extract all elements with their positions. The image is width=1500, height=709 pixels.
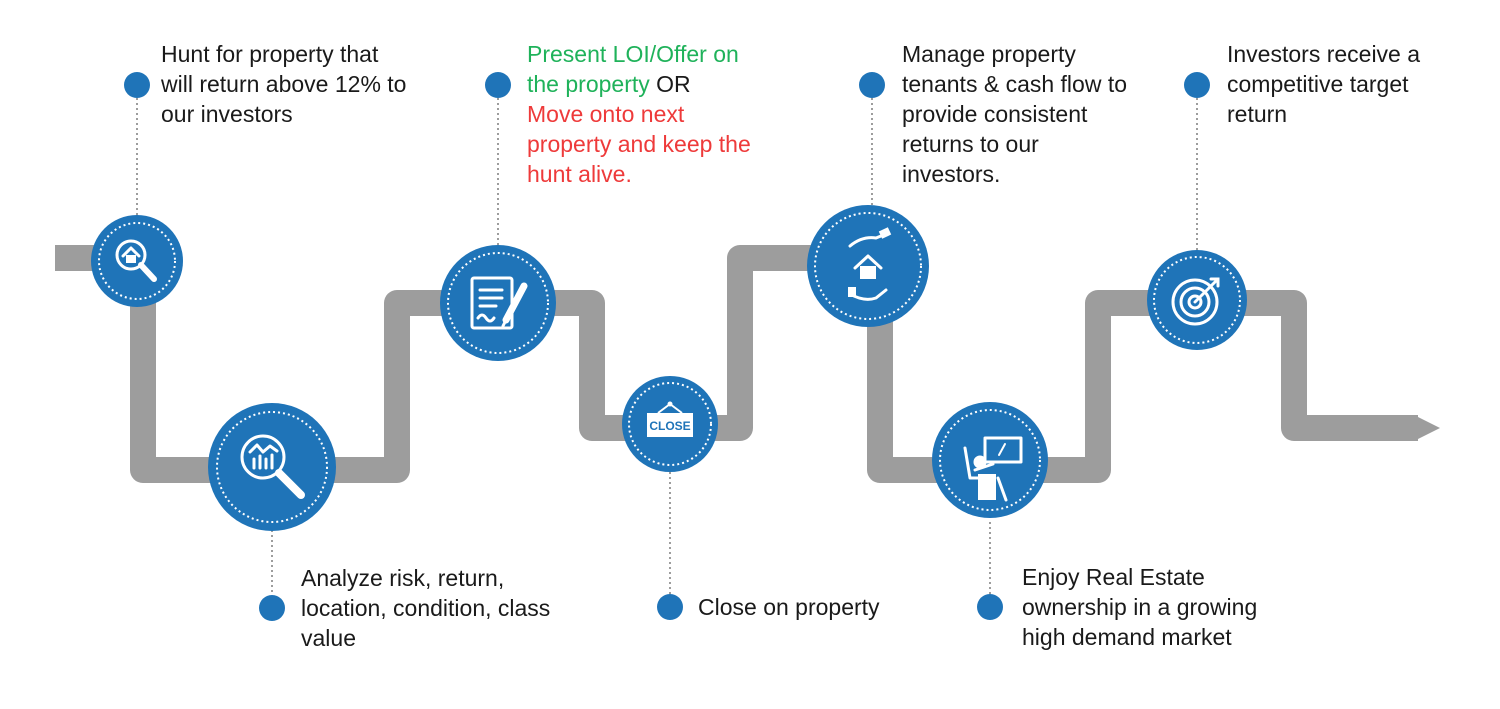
step-2-line-2: location, condition, class bbox=[301, 595, 551, 621]
house-search-icon bbox=[115, 239, 157, 282]
step-2-circle bbox=[208, 403, 336, 531]
road-arrow-head bbox=[1414, 415, 1440, 441]
bullet-step-1 bbox=[124, 72, 150, 98]
close-sign-text: CLOSE bbox=[649, 419, 690, 433]
step-5-label: Manage property tenants & cash flow to p… bbox=[902, 39, 1192, 189]
step-3-or: OR bbox=[656, 71, 691, 97]
bullet-step-6 bbox=[977, 594, 1003, 620]
step-7-line-3: return bbox=[1227, 101, 1288, 127]
road-start-notch bbox=[55, 245, 72, 271]
step-3-red-line-1: Move onto next bbox=[527, 101, 685, 127]
step-3-red-line-3: hunt alive. bbox=[527, 161, 632, 187]
step-5-line-4: returns to our bbox=[902, 131, 1039, 157]
step-1-label: Hunt for property that will return above… bbox=[161, 39, 461, 129]
step-7-circle bbox=[1147, 250, 1247, 350]
step-5-line-5: investors. bbox=[902, 161, 1001, 187]
step-5-line-1: Manage property bbox=[902, 41, 1076, 67]
step-4-line-1: Close on property bbox=[698, 594, 880, 620]
step-7-line-2: competitive target bbox=[1227, 71, 1409, 97]
close-sign-icon: CLOSE bbox=[647, 401, 693, 437]
bullet-step-4 bbox=[657, 594, 683, 620]
step-1-circle bbox=[91, 215, 183, 307]
step-1-line-3: our investors bbox=[161, 101, 293, 127]
step-7-line-1: Investors receive a bbox=[1227, 41, 1421, 67]
contract-pen-icon bbox=[470, 276, 528, 330]
step-6-circle bbox=[932, 402, 1048, 518]
bullet-step-5 bbox=[859, 72, 885, 98]
step-2-label: Analyze risk, return, location, conditio… bbox=[301, 563, 621, 653]
relaxing-person-icon bbox=[963, 436, 1023, 502]
step-3-red-line-2: property and keep the bbox=[527, 131, 751, 157]
step-5-line-2: tenants & cash flow to bbox=[902, 71, 1128, 97]
step-5-circle bbox=[807, 205, 929, 327]
hands-house-icon bbox=[848, 227, 892, 301]
chart-magnifier-icon bbox=[240, 434, 305, 499]
step-1-line-2: will return above 12% to bbox=[161, 71, 407, 97]
step-5-line-3: provide consistent bbox=[902, 101, 1088, 127]
bullet-step-3 bbox=[485, 72, 511, 98]
step-2-line-3: value bbox=[301, 625, 356, 651]
step-6-label: Enjoy Real Estate ownership in a growing… bbox=[1022, 562, 1322, 652]
step-3-circle bbox=[440, 245, 556, 361]
target-icon bbox=[1171, 277, 1220, 326]
step-7-label: Investors receive a competitive target r… bbox=[1227, 39, 1487, 129]
step-4-label: Close on property bbox=[698, 592, 958, 622]
bullet-step-7 bbox=[1184, 72, 1210, 98]
step-6-line-1: Enjoy Real Estate bbox=[1022, 564, 1205, 590]
step-4-circle: CLOSE bbox=[622, 376, 718, 472]
step-2-line-1: Analyze risk, return, bbox=[301, 565, 505, 591]
step-3-green-line-1: Present LOI/Offer on bbox=[527, 41, 739, 67]
bullet-step-2 bbox=[259, 595, 285, 621]
step-6-line-2: ownership in a growing bbox=[1022, 594, 1258, 620]
step-1-line-1: Hunt for property that bbox=[161, 41, 379, 67]
step-6-line-3: high demand market bbox=[1022, 624, 1232, 650]
step-3-green-line-2: the property bbox=[527, 71, 650, 97]
step-3-label: Present LOI/Offer on the property OR Mov… bbox=[527, 39, 817, 189]
